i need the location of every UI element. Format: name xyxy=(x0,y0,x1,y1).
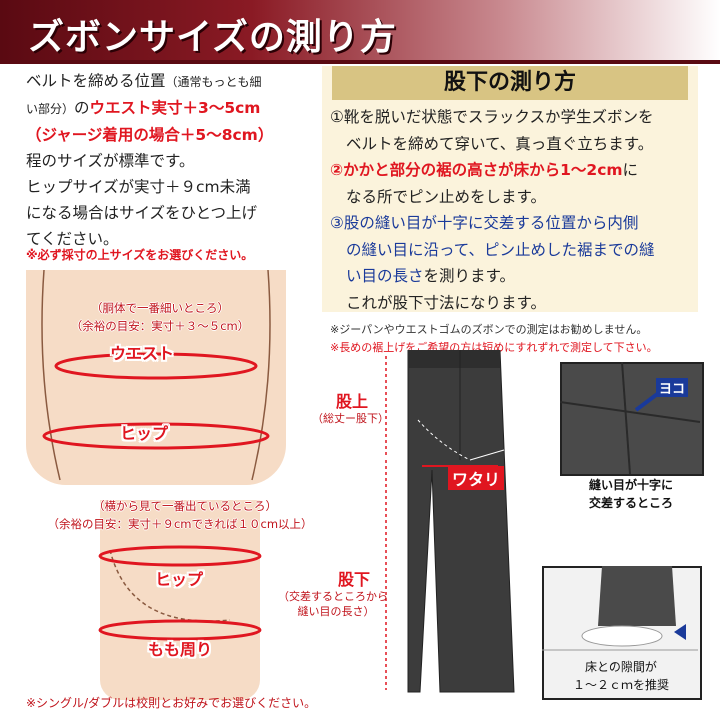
left-line1: ベルトを締める位置 xyxy=(26,72,166,90)
inseam-steps: ①靴を脱いだ状態でスラックスか学生ズボンを ベルトを締めて穿いて、真っ直ぐ立ちま… xyxy=(330,104,700,356)
rise-sub: （総丈ー股下） xyxy=(312,412,389,425)
step2-line2: なる所でピン止めをします。 xyxy=(346,187,546,206)
rise-label: 股上 xyxy=(336,392,369,411)
torso-lines xyxy=(41,270,271,481)
left-line7: てください。 xyxy=(26,230,119,248)
left-line5: ヒップサイズが実寸＋９cm未満 xyxy=(26,178,251,196)
hip-sub2: （余裕の目安：実寸＋９cmできれば１０cm以上） xyxy=(47,517,313,531)
header-banner xyxy=(0,0,720,60)
step3-line2: の縫い目に沿って、ピン止めした裾までの縫 xyxy=(346,240,655,259)
inseam-panel xyxy=(322,66,698,312)
step1-line1: 靴を脱いだ状態でスラックスか学生ズボンを xyxy=(343,108,654,126)
hem-caption2: １～２ｃｍを推奨 xyxy=(572,678,669,692)
waist-sub2: （余裕の目安：実寸＋３～５cm） xyxy=(70,319,250,333)
inseam-title-bar xyxy=(332,66,688,100)
step3-line1: 股の縫い目が十字に交差する位置から内側 xyxy=(343,214,639,232)
step3-line3: い目の長さ xyxy=(346,267,424,285)
step3-num: ③ xyxy=(330,214,344,232)
left-line6: になる場合はサイズをひとつ上げ xyxy=(26,204,257,222)
pants-diagram xyxy=(385,350,515,693)
step2-num: ② xyxy=(330,161,344,179)
left-line4: 程のサイズが標準です。 xyxy=(26,152,195,170)
thigh-label: もも周り xyxy=(148,640,213,659)
hem-closeup-shapes xyxy=(542,566,698,651)
inseam-sub1: （交差するところから xyxy=(278,590,388,603)
seam-caption2: 交差するところ xyxy=(588,496,673,510)
step3-line3-tail: を測ります。 xyxy=(423,267,515,285)
step2-line1-tail: に xyxy=(622,161,639,179)
step1-num: ① xyxy=(330,108,344,126)
step2-line1-red: かかと部分の裾の高さが床から1～2cm xyxy=(343,161,623,179)
single-double-note: ※シングル/ダブルは校則とお好みでお選びください。 xyxy=(26,696,317,710)
left-line2-red: ウエスト実寸＋3～5cm xyxy=(89,99,261,117)
size-note: ※必ず採寸の上サイズをお選びください。 xyxy=(26,248,254,262)
leg-lines xyxy=(98,545,262,641)
waist-instructions: ベルトを締める位置（通常もっとも細 い部分）のウエスト実寸＋3～5cm （ジャー… xyxy=(26,68,318,252)
page-title: ズボンサイズの測り方 xyxy=(28,16,397,58)
inseam-label: 股下 xyxy=(338,570,371,589)
watari-label: ワタリ xyxy=(448,466,505,490)
yoko-tag: ヨコ xyxy=(656,378,689,397)
jeans-note: ※ジーパンやウエストゴムのズボンでの測定はお勧めしません。 xyxy=(330,323,648,336)
waist-label: ウエスト xyxy=(110,344,175,363)
seam-caption1: 縫い目が十字に xyxy=(588,478,673,492)
inseam-sub2: 縫い目の長さ） xyxy=(297,605,375,618)
step3-line4: これが股下寸法になります。 xyxy=(346,293,546,312)
leg-illustration xyxy=(100,500,260,700)
hem-caption1: 床との隙間が xyxy=(585,660,657,674)
hip-sub1: （横から見て一番出ているところ） xyxy=(93,499,277,513)
left-line3-red: （ジャージ着用の場合＋5～8cm） xyxy=(26,126,274,144)
inseam-title: 股下の測り方 xyxy=(443,70,576,95)
header-underline xyxy=(0,60,720,64)
hip-label-upper: ヒップ xyxy=(120,424,169,443)
waist-sub1: （胴体で一番細いところ） xyxy=(91,301,229,315)
step1-line2: ベルトを締めて穿いて、真っ直ぐ立ちます。 xyxy=(346,134,654,153)
left-line2-small: い部分） xyxy=(26,102,75,116)
left-line1-small: （通常もっとも細 xyxy=(165,75,262,89)
left-line2-pre: の xyxy=(74,99,90,117)
hip-label-lower: ヒップ xyxy=(155,570,204,589)
